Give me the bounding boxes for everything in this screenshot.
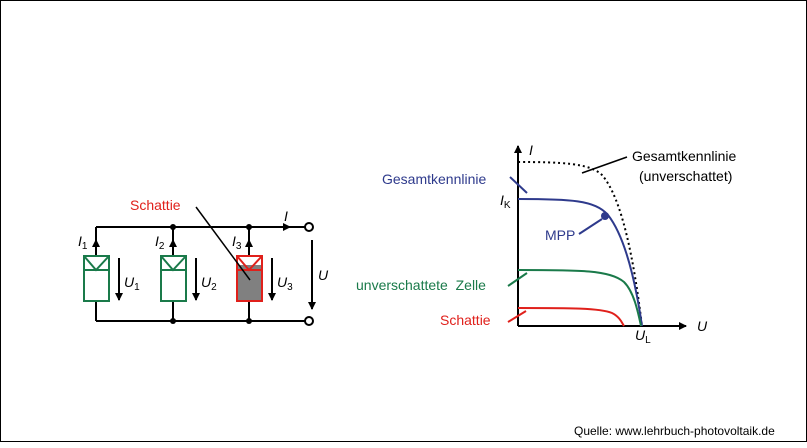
iv-graph	[507, 145, 687, 330]
shading-pointer-line	[195, 206, 251, 281]
cell-1-voltage-label: U1	[124, 274, 140, 293]
diode-icon	[236, 255, 263, 272]
cell-2-current-label: I2	[155, 233, 165, 252]
mpp-pointer-line	[578, 218, 603, 235]
y-axis-label: I	[529, 142, 533, 158]
cell-2-voltage-label: U2	[201, 274, 217, 293]
cell-body	[160, 255, 187, 302]
shaded-cell-label: Schattie	[440, 312, 491, 328]
output-voltage-label: U	[318, 267, 329, 283]
junction-dots	[170, 224, 252, 324]
shaded-cell-leader	[507, 310, 527, 323]
mpp-label: MPP	[545, 227, 575, 243]
curve-total-unshaded	[517, 161, 643, 327]
terminal-bottom	[304, 316, 314, 326]
output-current-label: I	[284, 208, 288, 224]
mpp-point	[601, 212, 609, 220]
curve-unshaded-cell	[517, 269, 642, 327]
unshaded-total-label-line-1: Gesamtkennlinie	[632, 148, 736, 164]
solar-cell-2	[160, 239, 200, 302]
diode-icon	[160, 255, 187, 272]
ul-label: UL	[635, 327, 651, 346]
source-credit: Quelle: www.lehrbuch-photovoltaik.de	[574, 424, 775, 438]
cell-3-current-label: I3	[232, 233, 242, 252]
shading-label: Schattie	[130, 197, 181, 213]
total-curve-label: Gesamtkennlinie	[382, 171, 486, 187]
shade-fill	[238, 265, 261, 300]
cell-3-voltage-label: U3	[277, 274, 293, 293]
solar-cell-1	[83, 239, 123, 302]
total-curve-leader	[509, 176, 528, 194]
unshaded-total-leader	[581, 156, 628, 174]
unshaded-total-label-line-2: (unverschattet)	[639, 168, 732, 184]
cell-1-current-label: I1	[78, 233, 88, 252]
unshaded-cell-label: unverschattete Zelle	[356, 277, 486, 293]
x-axis-label: U	[697, 318, 708, 334]
diode-icon	[83, 255, 110, 272]
curve-shaded-cell	[517, 307, 625, 327]
curve-total	[517, 198, 643, 327]
output-terminals	[304, 222, 314, 326]
cell-body	[83, 255, 110, 302]
terminal-top	[304, 222, 314, 232]
ik-label: IK	[500, 192, 511, 211]
unshaded-cell-leader	[507, 272, 528, 287]
